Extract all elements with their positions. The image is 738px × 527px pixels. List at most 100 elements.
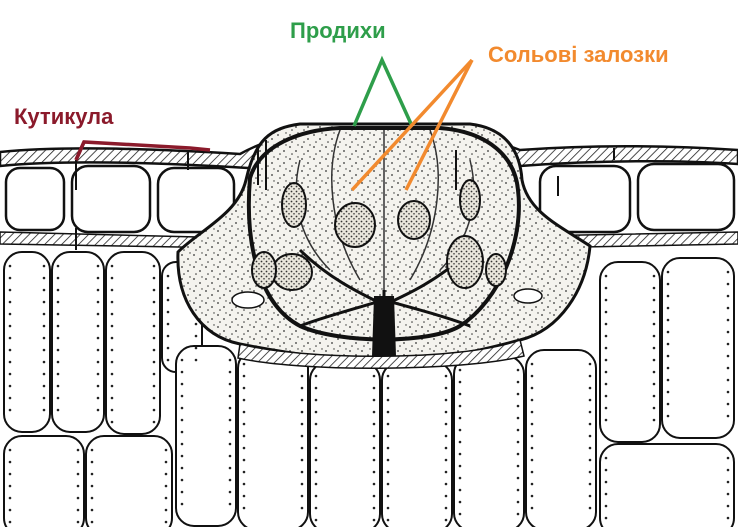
wall-dot xyxy=(181,407,184,410)
wall-dot xyxy=(301,411,304,414)
wall-dot xyxy=(517,513,520,516)
wall-dot xyxy=(653,395,656,398)
wall-dot xyxy=(517,381,520,384)
wall-dot xyxy=(97,325,100,328)
wall-dot xyxy=(9,373,12,376)
wall-dot xyxy=(167,335,170,338)
wall-dot xyxy=(9,521,12,524)
wall-dot xyxy=(229,491,232,494)
wall-dot xyxy=(243,435,246,438)
wall-dot xyxy=(373,471,376,474)
wall-dot xyxy=(229,407,232,410)
wall-dot xyxy=(111,373,114,376)
wall-dot xyxy=(229,431,232,434)
wall-dot xyxy=(605,311,608,314)
wall-dot xyxy=(531,483,534,486)
wall-dot xyxy=(153,373,156,376)
wall-dot xyxy=(517,489,520,492)
wall-dot xyxy=(181,491,184,494)
wall-dot xyxy=(111,301,114,304)
wall-dot xyxy=(165,521,168,524)
wall-dot xyxy=(91,497,94,500)
wall-dot xyxy=(195,359,198,362)
wall-dot xyxy=(517,441,520,444)
wall-dot xyxy=(531,459,534,462)
wall-dot xyxy=(243,363,246,366)
wall-dot xyxy=(727,319,730,322)
wall-dot xyxy=(97,289,100,292)
wall-dot xyxy=(9,485,12,488)
wall-dot xyxy=(459,393,462,396)
wall-dot xyxy=(531,399,534,402)
wall-dot xyxy=(9,509,12,512)
wall-dot xyxy=(517,429,520,432)
wall-dot xyxy=(57,289,60,292)
wall-dot xyxy=(9,385,12,388)
wall-dot xyxy=(373,447,376,450)
wall-dot xyxy=(605,517,608,520)
wall-dot xyxy=(517,405,520,408)
wall-dot xyxy=(605,493,608,496)
wall-dot xyxy=(517,417,520,420)
wall-dot xyxy=(445,507,448,510)
wall-dot xyxy=(97,277,100,280)
wall-dot xyxy=(667,283,670,286)
wall-dot xyxy=(57,265,60,268)
wall-dot xyxy=(301,375,304,378)
wall-dot xyxy=(605,383,608,386)
wall-dot xyxy=(97,397,100,400)
wall-dot xyxy=(727,331,730,334)
wall-dot xyxy=(153,301,156,304)
wall-dot xyxy=(9,409,12,412)
wall-dot xyxy=(517,393,520,396)
wall-dot xyxy=(653,311,656,314)
wall-dot xyxy=(9,473,12,476)
wall-dot xyxy=(727,505,730,508)
wall-dot xyxy=(181,419,184,422)
wall-dot xyxy=(315,423,318,426)
wall-dot xyxy=(605,395,608,398)
wall-dot xyxy=(43,277,46,280)
wall-dot xyxy=(97,409,100,412)
wall-dot xyxy=(387,519,390,522)
wall-dot xyxy=(181,371,184,374)
wall-dot xyxy=(653,371,656,374)
wall-dot xyxy=(43,289,46,292)
wall-dot xyxy=(605,347,608,350)
wall-dot xyxy=(9,337,12,340)
wall-dot xyxy=(97,373,100,376)
wall-dot xyxy=(9,461,12,464)
wall-dot xyxy=(373,435,376,438)
wall-dot xyxy=(315,471,318,474)
wall-dot xyxy=(243,375,246,378)
wall-dot xyxy=(459,489,462,492)
wall-dot xyxy=(387,399,390,402)
wall-dot xyxy=(653,419,656,422)
wall-dot xyxy=(9,289,12,292)
wall-dot xyxy=(653,335,656,338)
wall-dot xyxy=(667,271,670,274)
prodihi-label: Продихи xyxy=(290,18,386,43)
wall-dot xyxy=(195,347,198,350)
wall-dot xyxy=(445,459,448,462)
wall-dot xyxy=(167,311,170,314)
wall-dot xyxy=(315,435,318,438)
cuticle-label: Кутикула xyxy=(14,104,114,129)
wall-dot xyxy=(589,459,592,462)
wall-dot xyxy=(315,483,318,486)
wall-dot xyxy=(605,469,608,472)
wall-dot xyxy=(301,459,304,462)
wall-dot xyxy=(605,481,608,484)
wall-dot xyxy=(531,471,534,474)
wall-dot xyxy=(153,349,156,352)
wall-dot xyxy=(91,473,94,476)
wall-dot xyxy=(57,385,60,388)
wall-dot xyxy=(605,371,608,374)
wall-dot xyxy=(165,509,168,512)
wall-dot xyxy=(195,335,198,338)
wall-dot xyxy=(43,397,46,400)
wall-dot xyxy=(315,447,318,450)
wall-dot xyxy=(727,295,730,298)
wall-dot xyxy=(301,423,304,426)
wall-dot xyxy=(229,503,232,506)
